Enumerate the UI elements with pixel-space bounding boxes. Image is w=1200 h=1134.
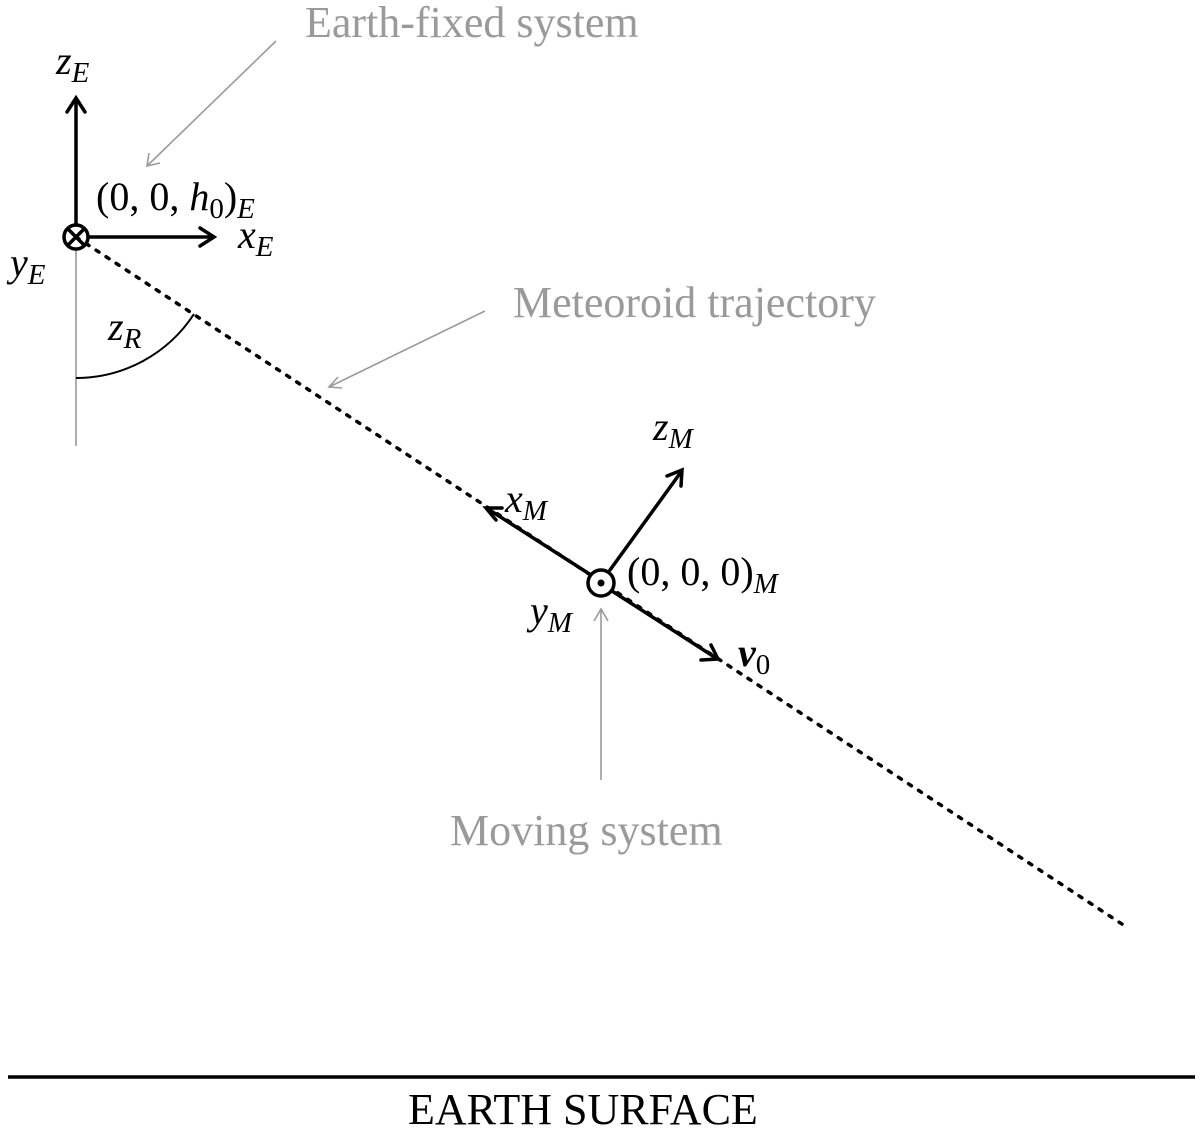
- meteoroid-trajectory-line: [74, 235, 1130, 930]
- earth-fixed-system-pointer: [146, 40, 277, 168]
- earth-origin-label: (0, 0, h0)E: [96, 174, 255, 225]
- moving-z-axis: [608, 467, 684, 572]
- moving-origin-label: (0, 0, 0)M: [627, 549, 780, 600]
- moving-system-label: Moving system: [450, 806, 723, 855]
- earth-z-axis: [65, 94, 87, 226]
- moving-y-axis-out-of-page-icon: [586, 568, 616, 598]
- moving-x-axis: [482, 506, 593, 577]
- zenith-angle-arc: [75, 313, 195, 379]
- zenith-angle-label: zR: [107, 304, 142, 355]
- velocity-vector: [610, 589, 721, 662]
- earth-y-axis-label: yE: [6, 240, 46, 291]
- velocity-label: v0: [738, 630, 770, 681]
- earth-y-axis-into-page-icon: [62, 223, 90, 251]
- meteoroid-trajectory-label: Meteoroid trajectory: [513, 278, 876, 327]
- earth-surface-label: EARTH SURFACE: [408, 1085, 758, 1134]
- moving-system-pointer: [593, 607, 609, 780]
- earth-fixed-system-label: Earth-fixed system: [305, 0, 639, 47]
- earth-x-axis: [87, 226, 218, 248]
- earth-z-axis-label: zE: [55, 38, 90, 89]
- earth-x-axis-label: xE: [237, 212, 274, 263]
- moving-x-axis-label: xM: [504, 476, 549, 527]
- moving-z-axis-label: zM: [652, 404, 695, 455]
- moving-y-axis-label: yM: [526, 588, 574, 639]
- meteoroid-trajectory-pointer: [327, 310, 486, 389]
